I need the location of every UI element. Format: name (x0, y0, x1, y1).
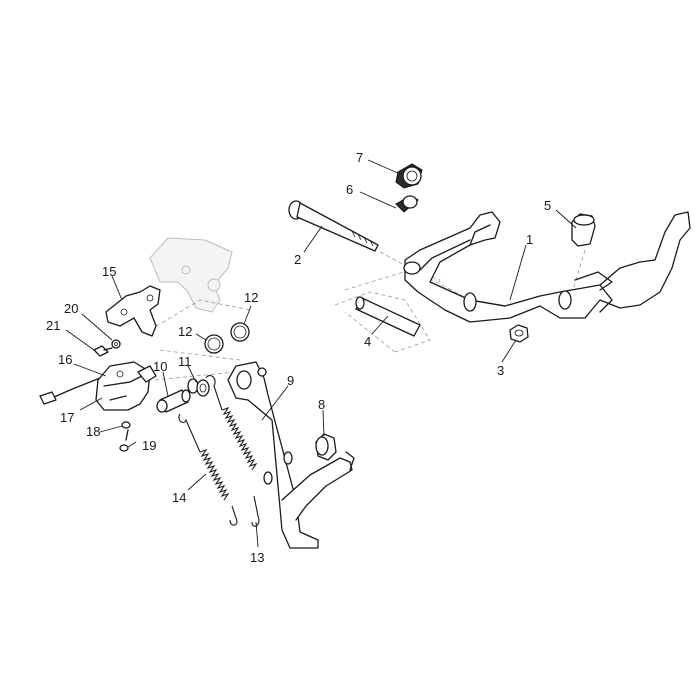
spacer-tube (355, 296, 421, 337)
callout-10: 10 (153, 359, 167, 374)
frame-bracket-ghost (149, 237, 233, 313)
callout-1: 1 (526, 232, 533, 247)
callout-6: 6 (346, 182, 353, 197)
bushing-large (395, 163, 423, 189)
callout-7: 7 (356, 150, 363, 165)
return-spring-long (205, 375, 260, 527)
callout-20: 20 (64, 301, 78, 316)
callout-3: 3 (497, 363, 504, 378)
pivot-pin (156, 389, 191, 413)
callout-16: 16 (58, 352, 72, 367)
callout-18: 18 (86, 424, 100, 439)
callout-9: 9 (287, 373, 294, 388)
callout-12a: 12 (178, 324, 192, 339)
callout-11: 11 (178, 354, 192, 369)
bolt (93, 345, 113, 357)
screw (119, 429, 129, 452)
callout-8: 8 (318, 397, 325, 412)
switch-bracket (105, 285, 161, 337)
washers (187, 378, 210, 397)
leader-lines (65, 159, 577, 548)
rubber-buffer (571, 213, 596, 247)
return-spring-short (178, 413, 238, 526)
washer (111, 339, 121, 349)
side-stand (227, 361, 355, 549)
pivot-bolt (288, 200, 379, 252)
callout-numbers: 1 2 3 4 5 6 7 8 9 10 11 12 12 13 14 15 1… (46, 150, 551, 565)
bushing-small (395, 195, 419, 213)
nut (509, 324, 529, 343)
o-rings (204, 322, 250, 354)
callout-19: 19 (142, 438, 156, 453)
callout-21: 21 (46, 318, 60, 333)
stand-rubber-stop (315, 433, 337, 461)
callout-14: 14 (172, 490, 186, 505)
callout-15: 15 (102, 264, 116, 279)
callout-4: 4 (364, 334, 371, 349)
center-stand (403, 211, 691, 323)
callout-12b: 12 (244, 290, 258, 305)
side-stand-switch (95, 361, 157, 411)
small-washer (121, 421, 131, 429)
callout-5: 5 (544, 198, 551, 213)
callout-17: 17 (60, 410, 74, 425)
callout-2: 2 (294, 252, 301, 267)
callout-13: 13 (250, 550, 264, 565)
